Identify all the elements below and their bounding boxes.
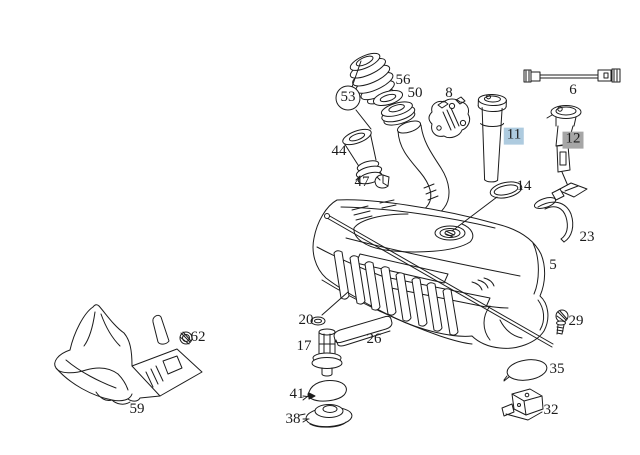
callout-62[interactable]: 62	[190, 329, 206, 346]
callout-47[interactable]: 47	[354, 174, 370, 191]
seal-35-drawing	[503, 359, 548, 382]
callout-11-selected[interactable]: 11	[503, 127, 525, 145]
o-ring-14-leader-line	[451, 196, 498, 232]
sender-unit-12-drawing	[546, 105, 588, 201]
callout-56[interactable]: 56	[395, 72, 411, 89]
locking-ring-50-drawing	[380, 101, 416, 126]
clamp-47-drawing	[374, 174, 390, 189]
tension-rod-drawing	[324, 213, 554, 348]
screw-29-drawing	[555, 309, 569, 335]
callout-53-balloon	[335, 60, 372, 130]
callout-6[interactable]: 6	[569, 82, 577, 99]
filler-head-8-drawing	[428, 96, 471, 139]
strap-23-drawing	[533, 197, 574, 243]
callout-23[interactable]: 23	[579, 229, 595, 246]
callout-8[interactable]: 8	[445, 85, 453, 102]
cap-38-drawing	[299, 404, 353, 428]
bonding-cable-6-drawing	[523, 68, 621, 83]
callout-14[interactable]: 14	[516, 178, 532, 195]
callout-53[interactable]: 53	[340, 89, 356, 106]
fuel-cap-drawing	[349, 52, 395, 105]
plate-26-drawing	[333, 315, 393, 347]
seal-ring-56-drawing	[372, 90, 404, 106]
grommet-20-drawing	[310, 291, 349, 326]
callout-59[interactable]: 59	[129, 401, 145, 418]
callout-32[interactable]: 32	[543, 402, 559, 419]
callout-29[interactable]: 29	[568, 313, 584, 330]
callout-38[interactable]: 38	[285, 411, 301, 428]
callout-41[interactable]: 41	[289, 386, 305, 403]
o-ring-14-drawing	[489, 181, 523, 199]
callout-26[interactable]: 26	[366, 331, 382, 348]
fuel-pump-11-drawing	[477, 93, 507, 183]
callout-5[interactable]: 5	[549, 257, 557, 274]
nut-62-drawing	[179, 331, 193, 345]
valve-32-drawing	[501, 388, 544, 421]
callout-35[interactable]: 35	[549, 361, 565, 378]
callout-12-selected[interactable]: 12	[562, 131, 584, 149]
leader-marks	[302, 392, 316, 420]
callout-20[interactable]: 20	[298, 312, 314, 329]
callout-44[interactable]: 44	[331, 143, 347, 160]
callout-17[interactable]: 17	[296, 338, 312, 355]
vent-valve-17-drawing	[311, 328, 343, 377]
bracket-59-drawing	[54, 304, 203, 405]
callout-50[interactable]: 50	[407, 85, 423, 102]
